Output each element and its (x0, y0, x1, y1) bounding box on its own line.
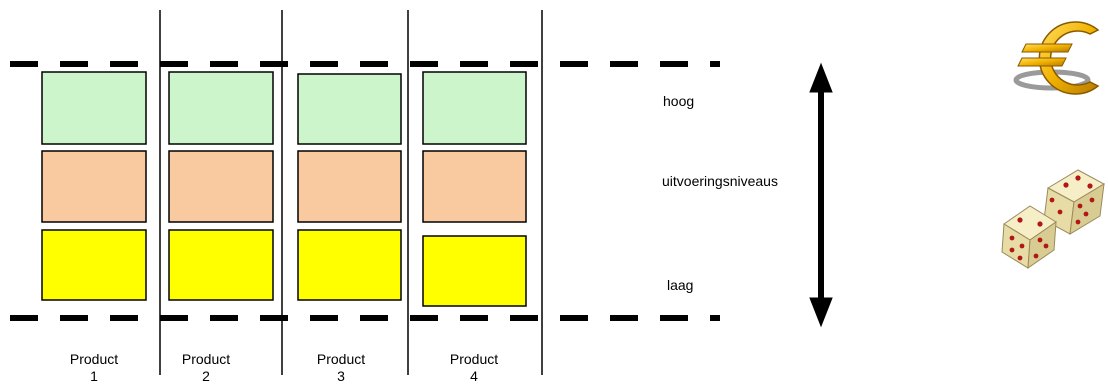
product-1-blocks (41, 71, 147, 301)
product-label-line2: 1 (90, 368, 98, 384)
low-level-block (297, 229, 402, 301)
euro-icon (1013, 21, 1100, 95)
product-labels: Product 1 Product 2 Product 3 Product 4 (70, 351, 498, 384)
high-level-block (168, 71, 274, 145)
low-level-block (41, 229, 147, 301)
dice-icon (1001, 169, 1106, 270)
middle-level-block (297, 150, 402, 223)
product-label-line2: 3 (337, 368, 345, 384)
arrow-head-up (809, 62, 833, 93)
product-label-line1: Product (450, 351, 498, 367)
product-2-blocks (168, 71, 274, 301)
high-level-block (422, 71, 527, 145)
middle-level-block (41, 150, 147, 223)
column-dividers (159, 10, 543, 375)
euro-bar-top (1021, 43, 1073, 53)
level-label-high: hoog (663, 93, 694, 109)
product-label-line1: Product (317, 351, 365, 367)
product-label-line1: Product (70, 351, 118, 367)
level-label-middle: uitvoeringsniveaus (662, 173, 778, 189)
double-headed-arrow (809, 62, 833, 328)
arrow-head-down (809, 297, 833, 328)
high-level-block (297, 73, 402, 145)
die-front (1001, 205, 1057, 270)
euro-bar-bottom (1017, 57, 1067, 67)
product-3-blocks (297, 73, 402, 301)
product-4-blocks (422, 71, 527, 307)
euro-symbol (1038, 21, 1100, 95)
middle-level-block (422, 150, 527, 223)
high-level-block (41, 71, 147, 145)
low-level-block (422, 235, 527, 307)
level-label-low: laag (667, 277, 693, 293)
product-label-line2: 2 (202, 368, 210, 384)
low-level-block (168, 229, 274, 301)
product-label-line1: Product (182, 351, 230, 367)
product-label-line2: 4 (470, 368, 478, 384)
middle-level-block (168, 150, 274, 223)
